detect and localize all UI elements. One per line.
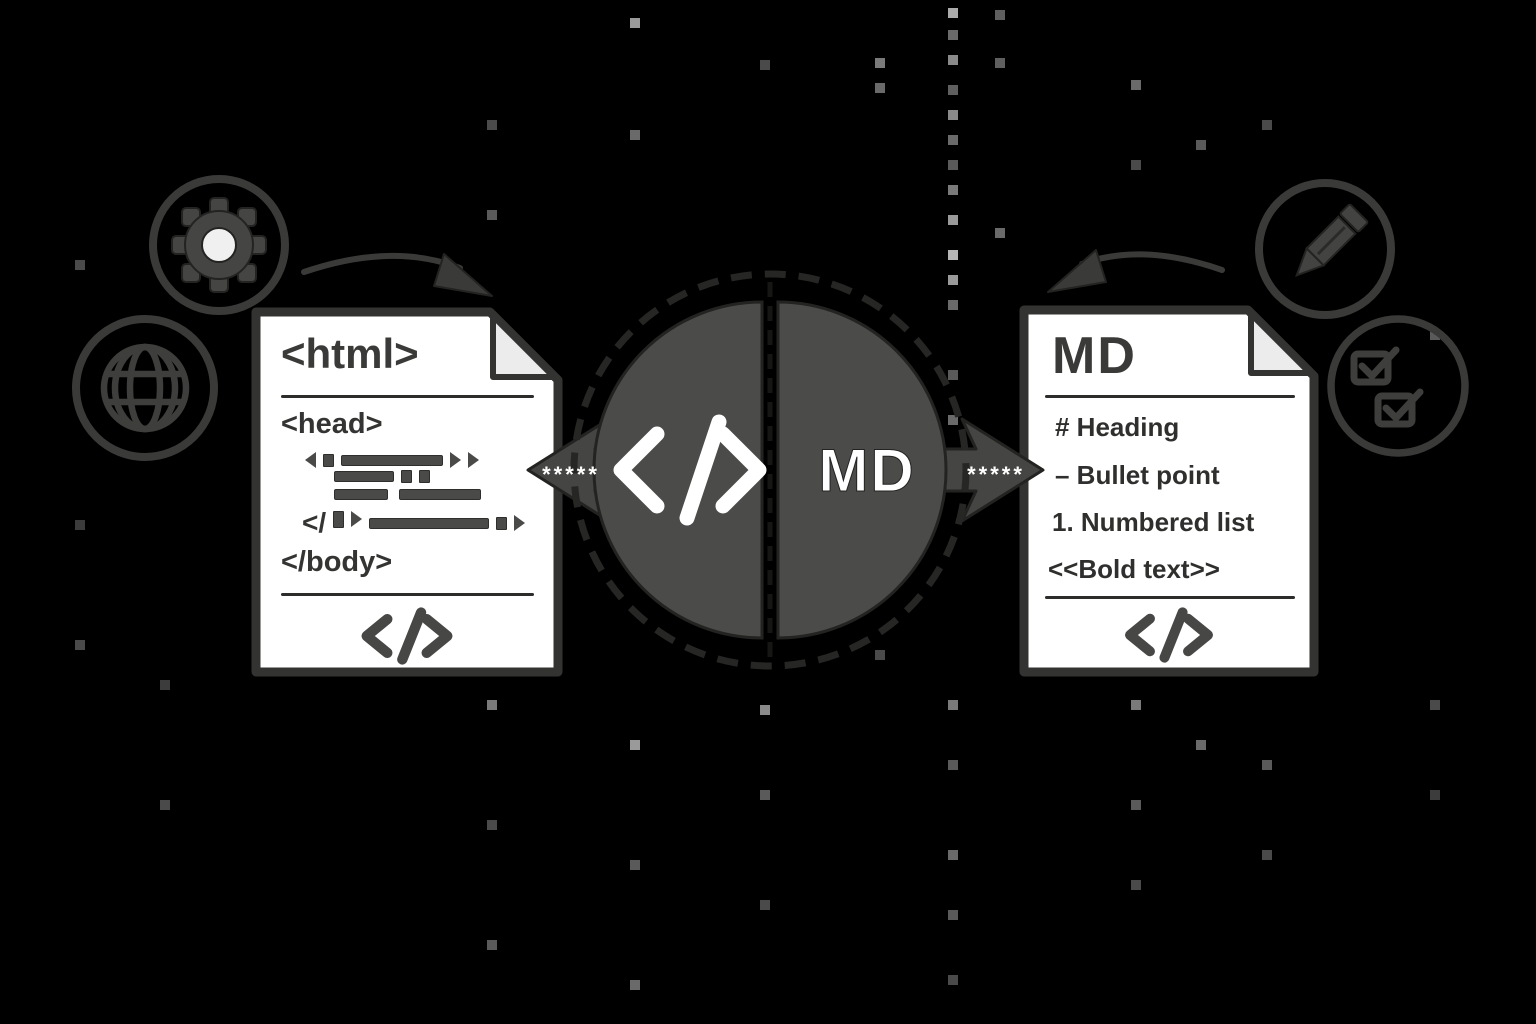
curved-arrow-left [301,252,493,297]
md-title: MD [1052,327,1137,385]
code-line: </ [302,507,526,538]
md-label: MD [818,437,915,504]
code-shape [514,515,526,531]
md-half-disc [776,300,948,640]
code-shape [333,510,345,528]
code-line [334,489,481,500]
body-close-line: </body> [281,546,393,578]
code-shape [419,470,430,483]
code-shape [323,453,334,467]
code-shape [401,470,412,483]
code-symbol-icon [613,414,767,526]
pencil-icon [1255,179,1395,319]
code-shape [334,471,394,482]
md-document-page [1019,305,1319,677]
code-icon [1125,607,1213,663]
dashed-orbit-ring [570,270,970,670]
curved-arrow-right [1047,249,1225,293]
divider [1045,395,1295,398]
code-shape [496,516,508,530]
code-shape [450,452,461,468]
code-line [305,452,479,468]
background-noise [0,0,10,10]
html-title: <html> [281,330,419,377]
converter-badge: MD ***** ***** [526,270,1045,670]
arrow-stars-left: ***** [542,462,600,487]
divider [281,593,534,596]
checklist-icon [1327,315,1469,457]
code-shape [351,511,363,527]
md-bullet-line: – Bullet point [1055,460,1220,490]
code-shape [369,517,490,529]
md-document: MD # Heading – Bullet point 1. Numbered … [1018,304,1320,678]
md-numbered-line: 1. Numbered list [1052,507,1255,537]
md-heading-line: # Heading [1055,412,1180,442]
md-bold-line: <<Bold text>> [1048,554,1220,584]
globe-icon [72,315,218,461]
code-shape [399,489,481,500]
page-fold-corner [490,313,557,380]
arrow-stars-right: ***** [967,462,1025,487]
code-icon [361,607,453,665]
html-document: <html> <head> </ </body> [250,306,564,678]
divider [281,395,534,398]
divider [1045,596,1295,599]
code-shape [305,452,316,468]
code-half-disc [592,300,764,640]
closing-fragment: </ [302,507,327,538]
code-shape [334,489,388,500]
code-line [334,470,430,483]
gear-icon [149,175,289,315]
code-shape [341,454,443,466]
page-fold-corner [1248,311,1313,376]
code-shape [468,452,479,468]
head-tag-line: <head> [281,408,383,440]
